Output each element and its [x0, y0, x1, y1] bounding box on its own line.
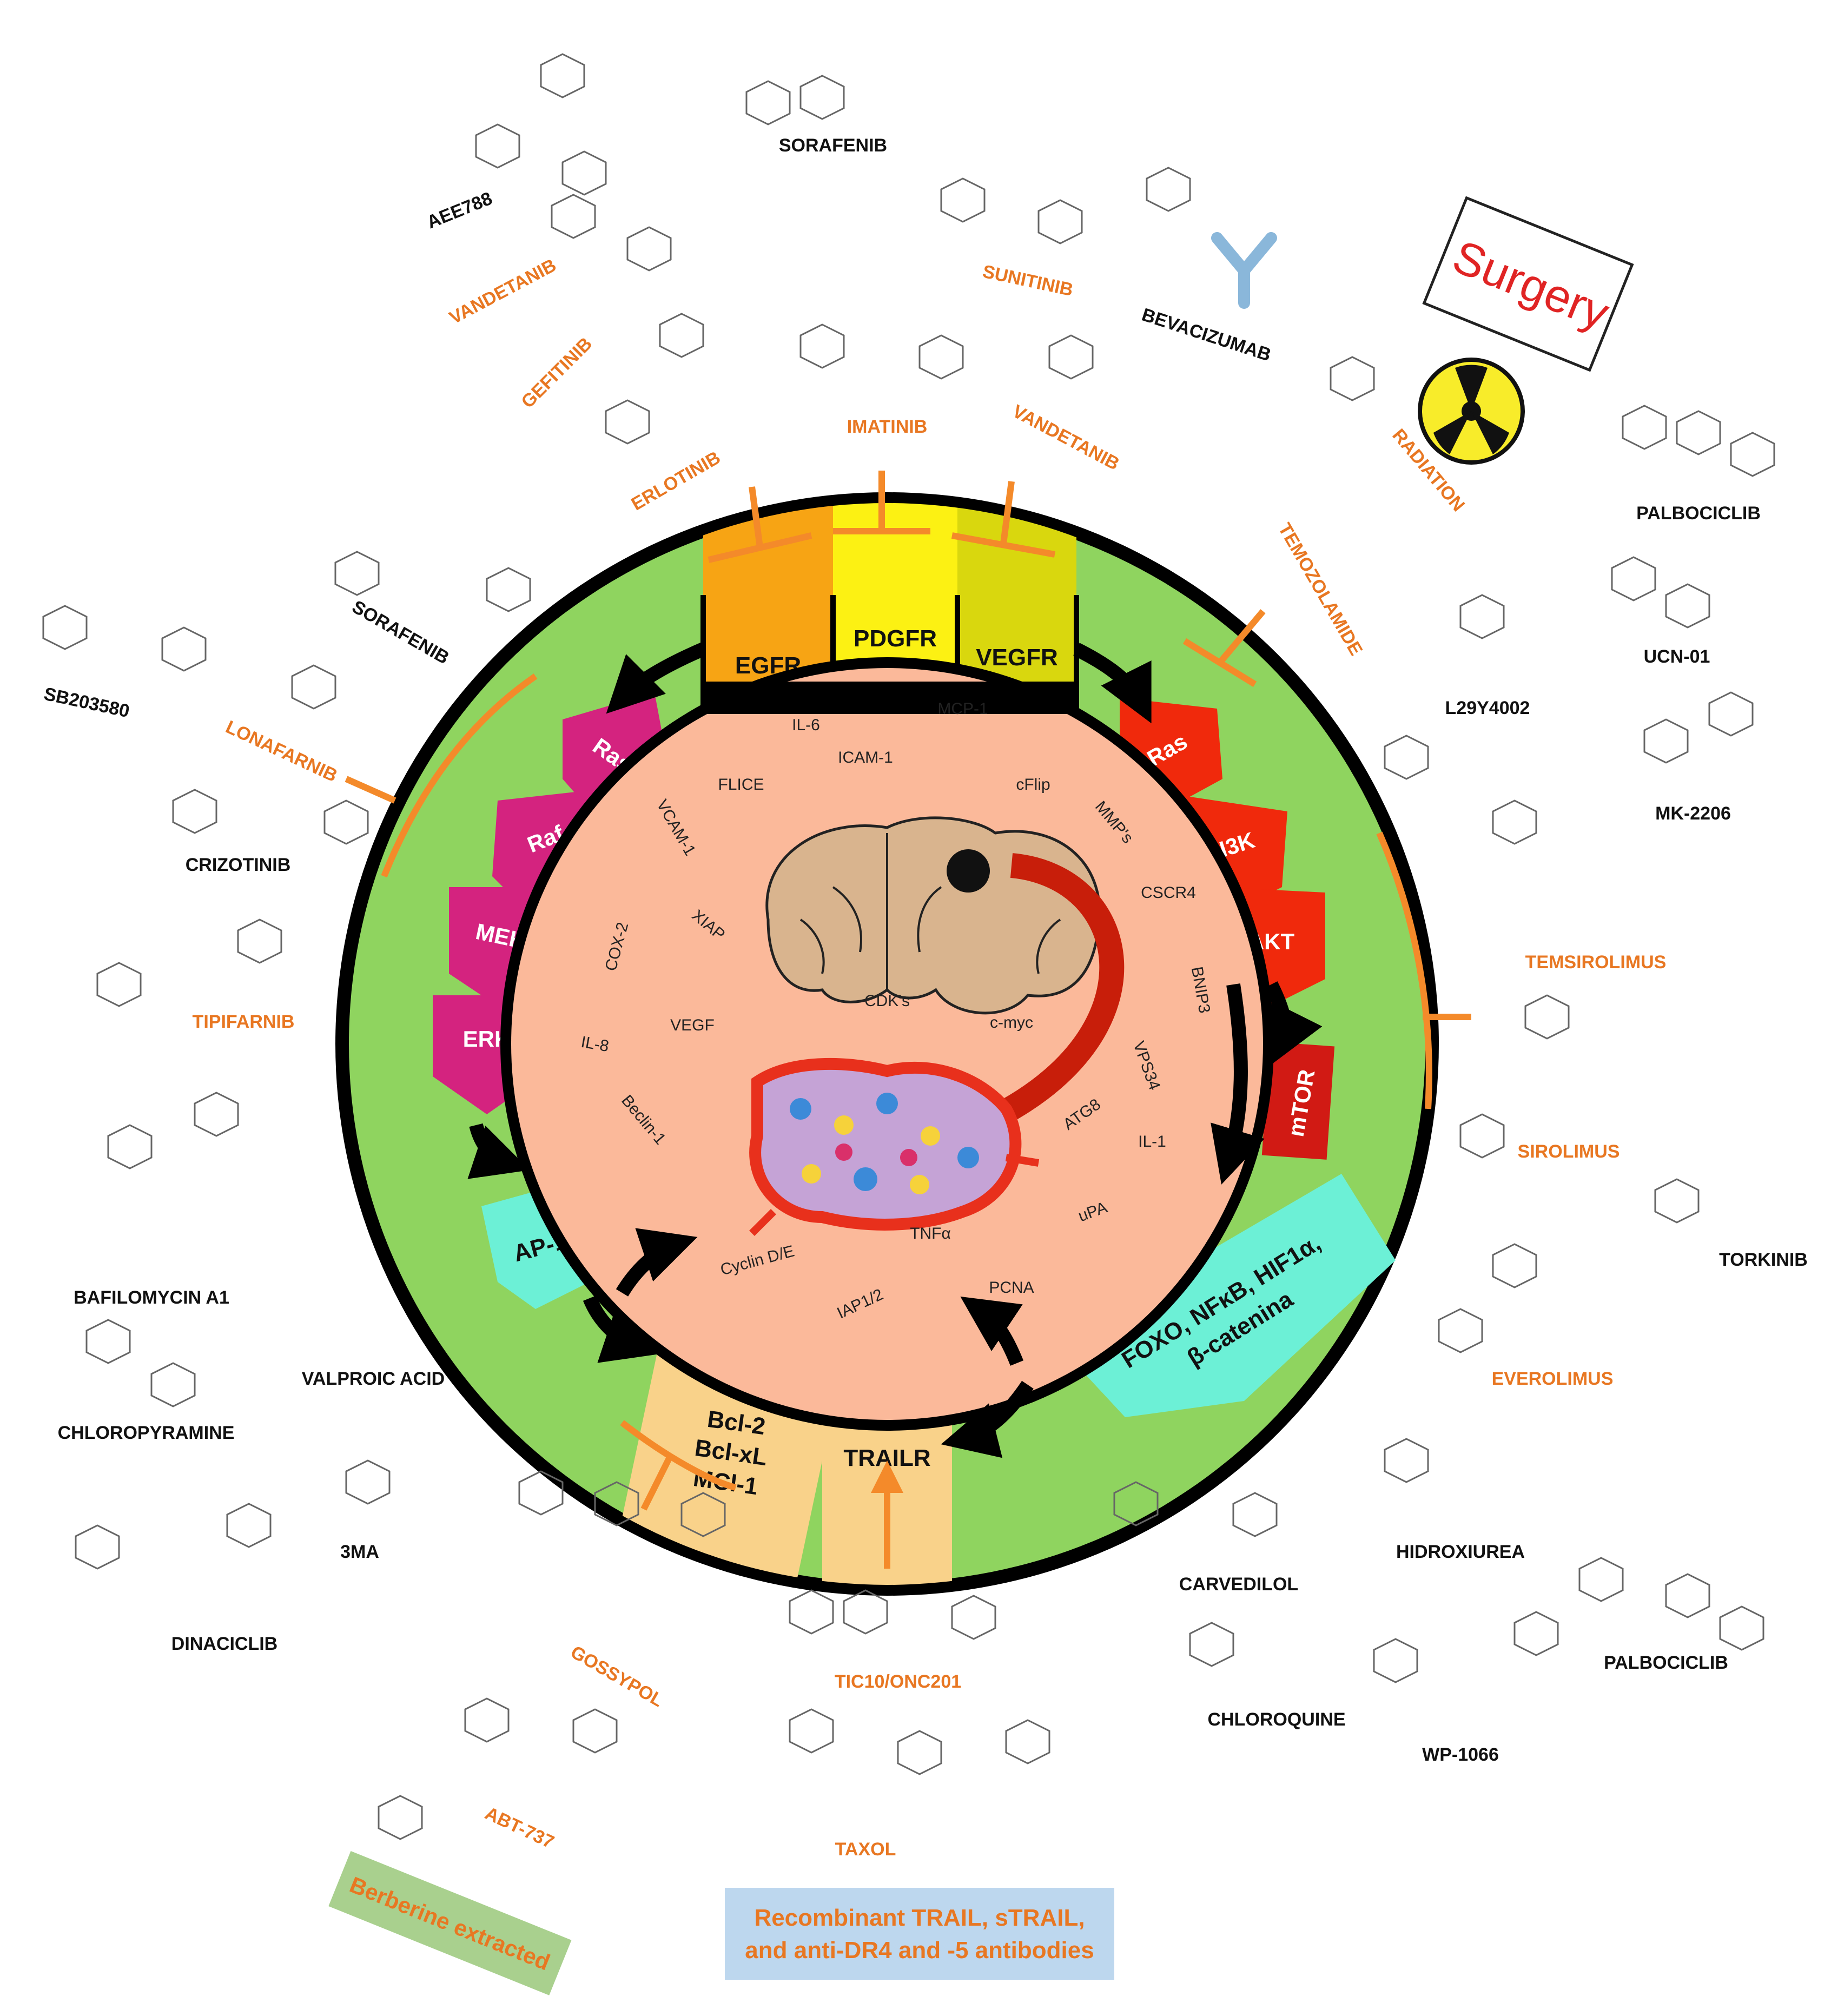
inner-label-tnfa: TNFα — [910, 1225, 951, 1242]
inner-label-il1: IL-1 — [1138, 1133, 1166, 1151]
inner-label-vegf: VEGF — [670, 1016, 715, 1034]
receptor-label-vegfr: VEGFR — [976, 644, 1058, 671]
drug-erlotinib: ERLOTINIB — [628, 447, 724, 515]
drug-sunitinib: SUNITINIB — [981, 261, 1075, 301]
receptor-label-pdgfr: PDGFR — [854, 625, 937, 652]
inner-label-cmyc: c-myc — [990, 1014, 1033, 1032]
drug-abt737: ABT-737 — [482, 1803, 557, 1853]
inhibitor-bars — [345, 471, 1471, 1569]
drug-gefitinib: GEFITINIB — [517, 333, 596, 412]
trail-therapy-line-1: Recombinant TRAIL, sTRAIL, — [754, 1905, 1085, 1931]
inner-label-cscr4: CSCR4 — [1141, 884, 1196, 902]
drug-vandetanib-left: VANDETANIB — [446, 255, 559, 328]
drug-chloroquine: CHLOROQUINE — [1208, 1709, 1346, 1730]
drug-aee788: AEE788 — [424, 188, 495, 233]
drug-everolimus: EVEROLIMUS — [1492, 1369, 1614, 1389]
drug-chloropyramine: CHLOROPYRAMINE — [58, 1423, 235, 1443]
drug-temozolamide: TEMOZOLAMIDE — [1274, 520, 1366, 659]
drug-gossypol: GOSSYPOL — [567, 1642, 666, 1711]
inner-label-cdks: CDK's — [864, 992, 910, 1010]
drug-temsirolimus: TEMSIROLIMUS — [1525, 952, 1667, 973]
inner-label-mcp1: MCP-1 — [937, 700, 988, 718]
inner-label-pcna: PCNA — [989, 1279, 1034, 1297]
inner-label-cflip: cFlip — [1016, 776, 1050, 794]
trail-therapy-line-2: and anti-DR4 and -5 antibodies — [745, 1937, 1094, 1964]
drug-wp1066: WP-1066 — [1422, 1744, 1499, 1765]
foxo-box — [1055, 1174, 1396, 1417]
brain-illustration — [765, 816, 1125, 1141]
drug-lonafarnib: LONAFARNIB — [222, 717, 340, 786]
radiation-icon — [1418, 358, 1525, 465]
drug-bevacizumab: BEVACIZUMAB — [1139, 305, 1273, 366]
trail-therapy-box: Recombinant TRAIL, sTRAIL, and anti-DR4 … — [725, 1888, 1114, 1980]
pathway-wheel: EGFR PDGFR VEGFR Ras Raf MEK ERK Ras PI3… — [335, 492, 1439, 1596]
drug-tipifarnib: TIPIFARNIB — [193, 1012, 295, 1032]
drug-ucn01: UCN-01 — [1644, 646, 1710, 667]
drug-mk2206: MK-2206 — [1655, 803, 1731, 824]
drug-tic10: TIC10/ONC201 — [835, 1671, 961, 1692]
inner-label-icam1: ICAM-1 — [838, 749, 893, 766]
drug-taxol: TAXOL — [835, 1839, 896, 1860]
pathway-arrows — [467, 643, 1323, 1458]
drug-carvedilol: CARVEDILOL — [1179, 1574, 1298, 1595]
drug-valproic-acid: VALPROIC ACID — [302, 1369, 445, 1389]
drug-sb203580: SB203580 — [42, 684, 131, 722]
inner-label-il6: IL-6 — [792, 716, 820, 734]
trail-arrowhead — [871, 1460, 903, 1493]
drug-dinaciclib: DINACICLIB — [171, 1634, 277, 1654]
bevacizumab-antibody-icon — [1211, 232, 1277, 309]
drug-sirolimus: SIROLIMUS — [1518, 1141, 1620, 1162]
drug-bafilomycin: BAFILOMYCIN A1 — [74, 1287, 229, 1308]
surgery-panel: Surgery — [1422, 196, 1634, 372]
mtor-box — [1261, 1042, 1335, 1160]
drug-sorafenib-left: SORAFENIB — [348, 597, 452, 669]
drug-sorafenib-top: SORAFENIB — [779, 135, 887, 156]
inner-label-flice: FLICE — [718, 776, 764, 794]
tumor-spot — [947, 849, 990, 893]
drug-imatinib: IMATINIB — [847, 417, 928, 437]
drug-palbociclib-top: PALBOCICLIB — [1636, 503, 1761, 524]
drug-vandetanib-right: VANDETANIB — [1009, 401, 1122, 474]
drug-palbociclib-bottom: PALBOCICLIB — [1604, 1653, 1728, 1673]
drug-3ma: 3MA — [340, 1542, 379, 1562]
tumor-cells-illustration — [749, 1057, 1040, 1236]
drug-structures — [42, 53, 1775, 1840]
drug-crizotinib: CRIZOTINIB — [186, 855, 291, 875]
inner-labels: IL-6 MCP-1 ICAM-1 FLICE cFlip VCAM-1 MMP… — [580, 700, 1214, 1322]
inner-cytoplasm — [511, 668, 1263, 1420]
berberine-box: Berberine extracted — [328, 1850, 572, 1995]
drug-hidroxiurea: HIDROXIUREA — [1396, 1542, 1525, 1562]
drug-l29y4002: L29Y4002 — [1445, 698, 1530, 718]
drug-torkinib: TORKINIB — [1719, 1250, 1808, 1270]
